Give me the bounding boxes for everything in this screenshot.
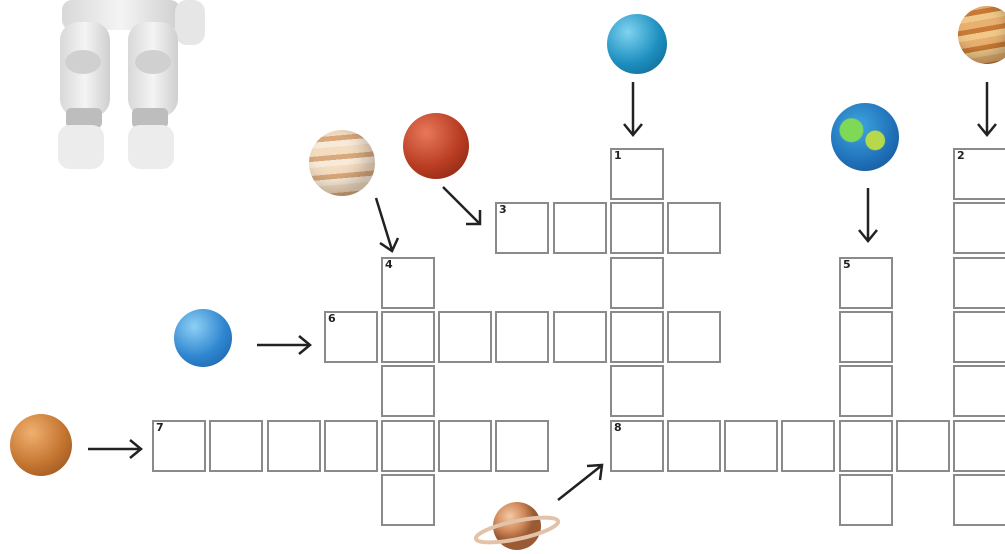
crossword-cell[interactable]: [839, 365, 893, 417]
clue-number: 5: [843, 258, 851, 271]
crossword-cell[interactable]: 3: [495, 202, 549, 254]
crossword-cell[interactable]: [381, 365, 435, 417]
arrow-clue-3: [442, 186, 482, 226]
crossword-cell[interactable]: [839, 474, 893, 526]
crossword-cell[interactable]: [381, 311, 435, 363]
crossword-cell[interactable]: [896, 420, 950, 472]
crossword-cell[interactable]: 2: [953, 148, 1005, 200]
clue-number: 1: [614, 149, 622, 162]
crossword-cell[interactable]: 4: [381, 257, 435, 309]
astronaut-icon: [58, 0, 205, 169]
crossword-cell[interactable]: 5: [839, 257, 893, 309]
crossword-cell[interactable]: 1: [610, 148, 664, 200]
crossword-cell[interactable]: [381, 420, 435, 472]
arrow-clue-2: [977, 82, 997, 137]
crossword-cell[interactable]: [781, 420, 835, 472]
crossword-cell[interactable]: 6: [324, 311, 378, 363]
earth-icon: [831, 103, 899, 171]
crossword-cell[interactable]: [324, 420, 378, 472]
crossword-cell[interactable]: [610, 365, 664, 417]
crossword-cell[interactable]: [724, 420, 778, 472]
mercury-icon: [10, 414, 72, 476]
crossword-cell[interactable]: [667, 202, 721, 254]
crossword-cell[interactable]: [381, 474, 435, 526]
saturn-icon: [473, 502, 561, 550]
crossword-cell[interactable]: [953, 257, 1005, 309]
arrow-clue-6: [257, 335, 312, 355]
clue-number: 7: [156, 421, 164, 434]
crossword-cell[interactable]: 7: [152, 420, 206, 472]
arrow-clue-4: [374, 197, 400, 253]
clue-number: 3: [499, 203, 507, 216]
crossword-cell[interactable]: 8: [610, 420, 664, 472]
crossword-cell[interactable]: [553, 311, 607, 363]
crossword-cell[interactable]: [438, 311, 492, 363]
crossword-cell[interactable]: [953, 474, 1005, 526]
crossword-cell[interactable]: [953, 311, 1005, 363]
mars-icon: [403, 113, 469, 179]
crossword-cell[interactable]: [267, 420, 321, 472]
crossword-cell[interactable]: [610, 311, 664, 363]
crossword-cell[interactable]: [209, 420, 263, 472]
venus-icon: [958, 6, 1005, 64]
crossword-cell[interactable]: [953, 365, 1005, 417]
jupiter-icon: [309, 130, 375, 196]
crossword-cell[interactable]: [953, 420, 1005, 472]
crossword-cell[interactable]: [610, 202, 664, 254]
arrow-clue-7: [88, 439, 143, 459]
neptune-icon: [607, 14, 667, 74]
clue-number: 2: [957, 149, 965, 162]
clue-number: 8: [614, 421, 622, 434]
crossword-cell[interactable]: [610, 257, 664, 309]
crossword-cell[interactable]: [553, 202, 607, 254]
arrow-clue-1: [623, 82, 643, 137]
crossword-cell[interactable]: [839, 420, 893, 472]
crossword-cell[interactable]: [495, 311, 549, 363]
arrow-clue-5: [858, 188, 878, 243]
clue-number: 6: [328, 312, 336, 325]
crossword-cell[interactable]: [839, 311, 893, 363]
crossword-cell[interactable]: [667, 311, 721, 363]
crossword-cell[interactable]: [667, 420, 721, 472]
arrow-clue-8: [557, 463, 604, 501]
crossword-cell[interactable]: [495, 420, 549, 472]
crossword-cell[interactable]: [953, 202, 1005, 254]
crossword-cell[interactable]: [438, 420, 492, 472]
clue-number: 4: [385, 258, 393, 271]
uranus-icon: [174, 309, 232, 367]
